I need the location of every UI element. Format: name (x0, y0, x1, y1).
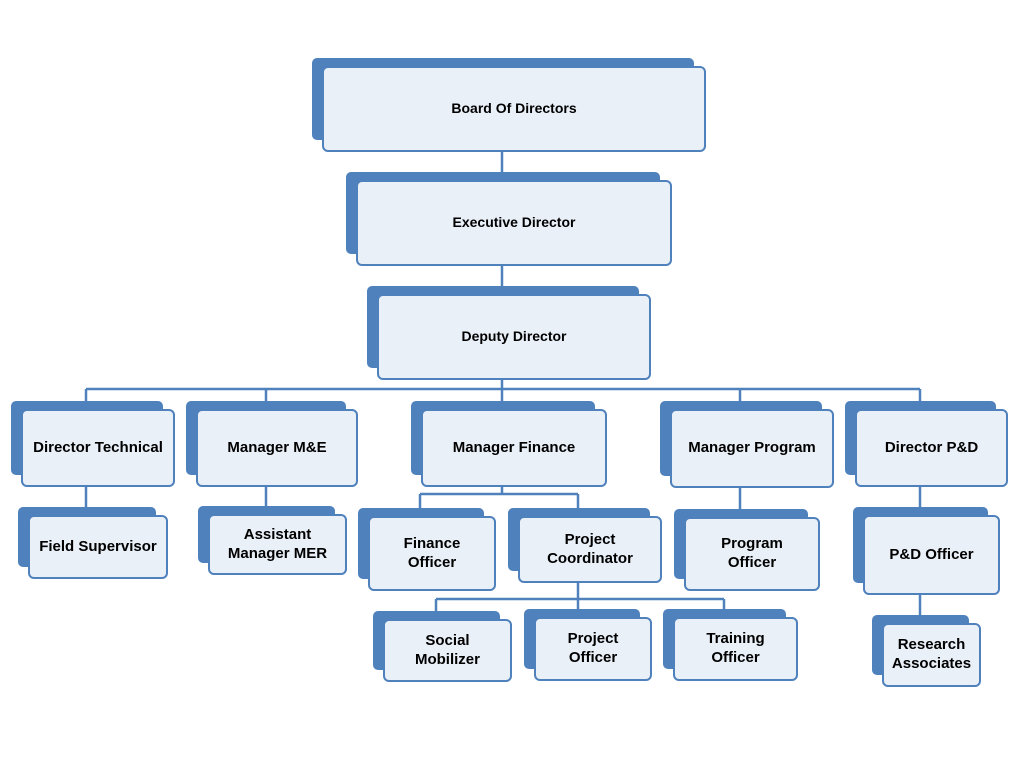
node-label: Field Supervisor (39, 537, 157, 555)
node-label: Training Officer (706, 630, 765, 666)
node-label: Finance Officer (403, 534, 461, 571)
node-board-of-directors: Board Of Directors (312, 58, 706, 152)
node-label: Research Associates (891, 636, 972, 672)
node-pd-officer: P&D Officer (853, 507, 1000, 595)
node-label: Assistant Manager MER (227, 525, 328, 562)
node-manager-program: Manager Program (660, 401, 834, 488)
node-label: Executive Director (452, 214, 576, 231)
node-project-officer: Project Officer (524, 609, 652, 681)
node-project-coordinator: Project Coordinator (508, 508, 662, 583)
node-label: Project Officer (567, 630, 619, 666)
node-label: P&D Officer (889, 545, 974, 563)
node-label: Board Of Directors (451, 100, 577, 117)
node-assistant-manager-mer: Assistant Manager MER (198, 506, 347, 575)
node-training-officer: Training Officer (663, 609, 798, 681)
node-label: Social Mobilizer (414, 631, 480, 668)
node-manager-me: Manager M&E (186, 401, 358, 487)
node-program-officer: Program Officer (674, 509, 820, 591)
node-label: Deputy Director (461, 328, 567, 345)
node-director-pd: Director P&D (845, 401, 1008, 487)
node-label: Director Technical (33, 438, 163, 456)
node-social-mobilizer: Social Mobilizer (373, 611, 512, 682)
node-label: Project Coordinator (547, 530, 633, 567)
node-label: Manager Program (688, 439, 816, 457)
node-director-technical: Director Technical (11, 401, 175, 487)
node-executive-director: Executive Director (346, 172, 672, 266)
node-label: Program Officer (721, 535, 783, 571)
node-label: Director P&D (884, 438, 979, 456)
node-research-associates: Research Associates (872, 615, 981, 687)
node-finance-officer: Finance Officer (358, 508, 496, 591)
node-deputy-director: Deputy Director (367, 286, 651, 380)
node-label: Manager M&E (227, 438, 327, 456)
node-manager-finance: Manager Finance (411, 401, 607, 487)
node-field-supervisor: Field Supervisor (18, 507, 168, 579)
node-label: Manager Finance (452, 438, 576, 456)
